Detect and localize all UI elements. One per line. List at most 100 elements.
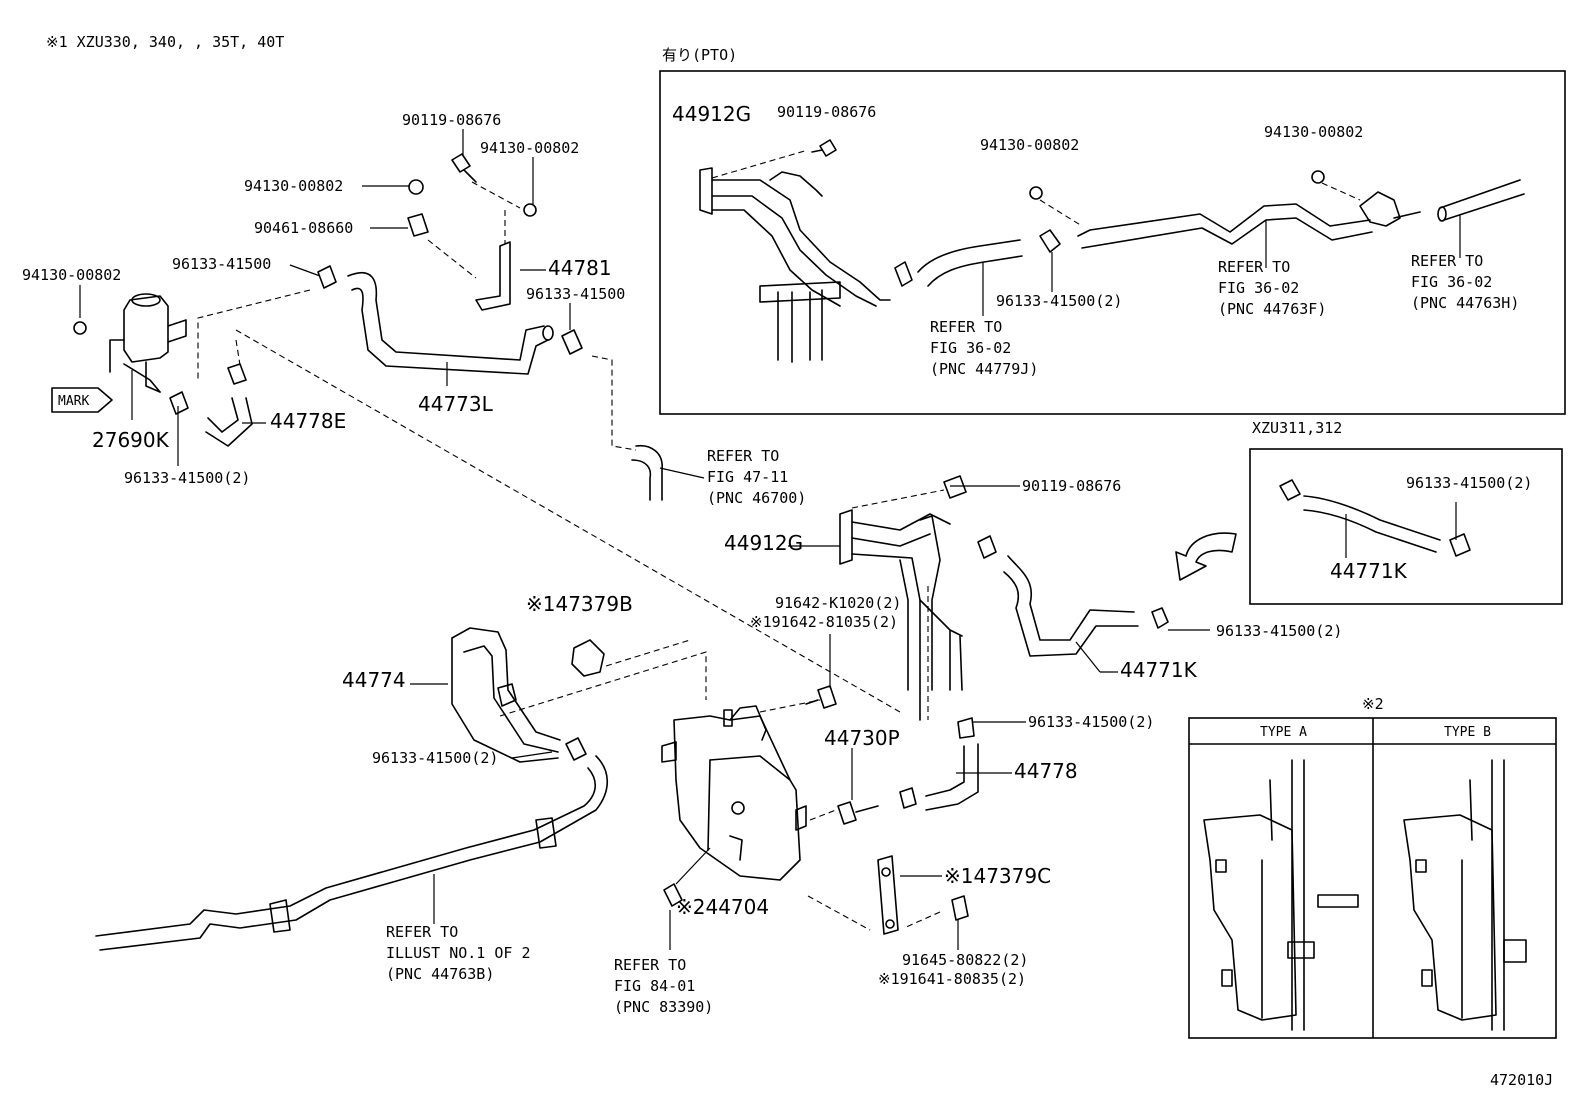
- hose-44778-label: 44778: [1014, 759, 1078, 783]
- clamp-44778-icon: [957, 717, 975, 739]
- clamp-44778-label: 96133-41500(2): [1028, 713, 1154, 731]
- clamp-bottom-left-icon: [169, 391, 189, 415]
- clamp-mid-right-label: 96133-41500(2): [1216, 622, 1342, 640]
- hose-44774-label: 44774: [342, 668, 406, 692]
- clip-47379b: [571, 639, 605, 677]
- nut-far-left-icon: [73, 321, 87, 335]
- type-box: ※2 TYPE A TYPE B: [1188, 695, 1557, 1039]
- pto-nut-b-label: 94130-00802: [1264, 123, 1363, 141]
- clamp-mid-left-icon: [565, 737, 587, 761]
- ref-47-11-line2: FIG 47-11: [707, 468, 788, 486]
- bolt-left-label: 90461-08660: [254, 219, 353, 237]
- nut-top-label: 94130-00802: [480, 139, 579, 157]
- bolt-91641-label: ※191641-80835(2): [878, 970, 1026, 988]
- bolt-top-label: 90119-08676: [402, 111, 501, 129]
- hose-44773l-label: 44773L: [418, 392, 494, 416]
- xzu-frame: [1249, 448, 1563, 605]
- tank-44704: [661, 705, 807, 881]
- tank-44704-label: ※244704: [676, 895, 769, 919]
- clip-47379c: [877, 855, 899, 935]
- ref-illust-line1: REFER TO: [386, 923, 458, 941]
- xzu-title: XZU311,312: [1252, 419, 1342, 437]
- pto-ref2-line3: (PNC 44763F): [1218, 300, 1326, 318]
- pto-box: 有り(PTO) 44912G 90119-08676 94130-00802 9…: [659, 46, 1566, 415]
- hose-44773l: [347, 271, 554, 375]
- pto-bolt-label: 90119-08676: [777, 103, 876, 121]
- pipe-44730p-label: 44730P: [824, 726, 900, 750]
- clamp-top-mid-label: 96133-41500: [526, 285, 625, 303]
- ref-illust-line3: (PNC 44763B): [386, 965, 494, 983]
- bracket-44912g-label: 44912G: [724, 531, 803, 555]
- pto-nut-b-icon: [1311, 170, 1325, 184]
- bolt-91642-icon: [805, 685, 837, 709]
- pto-nut-a-label: 94130-00802: [980, 136, 1079, 154]
- pto-clamp-icon: [1039, 229, 1061, 253]
- pto-hose-1: [917, 239, 1023, 287]
- pto-ref1-line2: FIG 36-02: [930, 339, 1011, 357]
- valve-label: 27690K: [92, 428, 170, 452]
- bolt-top-icon: [451, 153, 477, 183]
- nut-left-label: 94130-00802: [244, 177, 343, 195]
- pipe-46700: [631, 444, 663, 501]
- pto-frame: [659, 70, 1566, 415]
- mark-tag: MARK: [51, 387, 113, 413]
- pto-pipe-2: [1077, 203, 1373, 249]
- pto-ref1-line1: REFER TO: [930, 318, 1002, 336]
- pto-nut-a-icon: [1029, 186, 1043, 200]
- ref-47-11-line3: (PNC 46700): [707, 489, 806, 507]
- bracket-44781-icon: [475, 241, 511, 311]
- clamp-top-left-icon: [317, 265, 337, 289]
- clamp-mid-left-label: 96133-41500(2): [372, 749, 498, 767]
- pipe-44763b: [95, 755, 608, 951]
- ref-illust-line2: ILLUST NO.1 OF 2: [386, 944, 531, 962]
- bracket-44781-label: 44781: [548, 256, 612, 280]
- pto-ref1-line3: (PNC 44779J): [930, 360, 1038, 378]
- model-note: ※1 XZU330, 340, , 35T, 40T: [46, 33, 284, 51]
- hose-44771k-label: 44771K: [1120, 658, 1198, 682]
- pto-ref2-line2: FIG 36-02: [1218, 279, 1299, 297]
- figure-code: 472010J: [1490, 1071, 1553, 1089]
- bolt-91645-icon: [951, 895, 969, 921]
- bolt-right-label: 90119-08676: [1022, 477, 1121, 495]
- pto-ref3-line2: FIG 36-02: [1411, 273, 1492, 291]
- type-b-tank: [1403, 759, 1527, 1031]
- pto-ref3-line1: REFER TO: [1411, 252, 1483, 270]
- pto-bolt-icon: [811, 139, 837, 157]
- pto-clip-icon: [1359, 191, 1421, 227]
- bolt-left-icon: [407, 213, 429, 237]
- pto-title: 有り(PTO): [662, 46, 737, 64]
- ref-47-11-line1: REFER TO: [707, 447, 779, 465]
- pto-ref3-line3: (PNC 44763H): [1411, 294, 1519, 312]
- hose-44771k: [977, 535, 1169, 657]
- pto-bracket-drawing: [699, 167, 913, 363]
- leader-lines: [79, 129, 1210, 950]
- nut-left-icon: [408, 179, 424, 195]
- pto-hose-3: [1437, 179, 1525, 222]
- type-b-header: TYPE B: [1444, 725, 1491, 740]
- ref-84-01-line2: FIG 84-01: [614, 977, 695, 995]
- replacement-arrow: [1175, 532, 1237, 581]
- type-a-header: TYPE A: [1260, 725, 1307, 740]
- clamp-top-left-label: 96133-41500: [172, 255, 271, 273]
- xzu-hose-label: 44771K: [1330, 559, 1408, 583]
- type-a-tank: [1203, 759, 1359, 1031]
- xzu-box: XZU311,312 96133-41500(2) 44771K: [1249, 419, 1563, 605]
- clamp-top-mid-icon: [561, 329, 583, 355]
- pipe-44730p: [837, 801, 879, 825]
- valve-27690k: [109, 293, 187, 393]
- bolt-91642-a-label: 91642-K1020(2): [775, 594, 901, 612]
- bracket-44912g: [839, 509, 963, 721]
- bolt-right-icon: [943, 475, 967, 499]
- bolt-91642-b-label: ※191642-81035(2): [750, 613, 898, 631]
- clip-47379b-label: ※147379B: [526, 592, 633, 616]
- pto-clamp-label: 96133-41500(2): [996, 292, 1122, 310]
- ref-84-01-line1: REFER TO: [614, 956, 686, 974]
- clamp-bottom-left-label: 96133-41500(2): [124, 469, 250, 487]
- clip-47379c-label: ※147379C: [944, 864, 1051, 888]
- hose-44778: [899, 743, 979, 811]
- hose-44778e-label: 44778E: [270, 409, 346, 433]
- pto-ref2-line1: REFER TO: [1218, 258, 1290, 276]
- ref-84-01-line3: (PNC 83390): [614, 998, 713, 1016]
- mark-label: MARK: [58, 394, 89, 409]
